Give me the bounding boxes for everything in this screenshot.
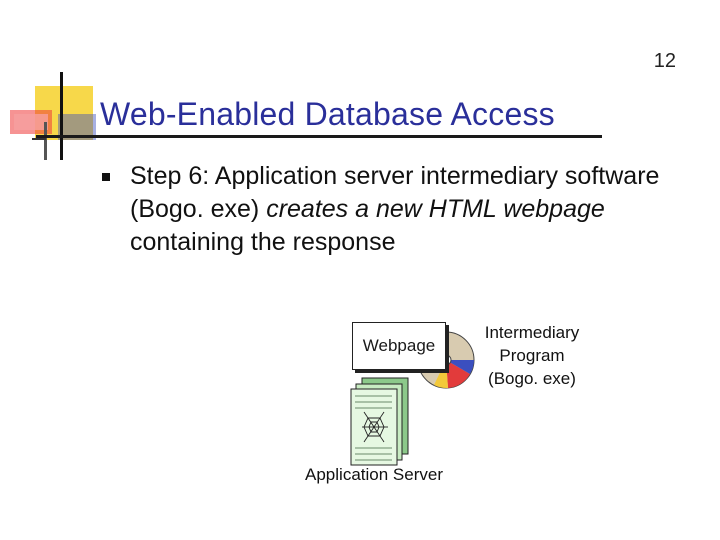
bullet-text: Step 6: Application server intermediary …: [130, 160, 660, 259]
intermediary-label-line2: Program: [499, 346, 565, 365]
webpage-box: Webpage: [352, 322, 446, 370]
intermediary-program-label: Intermediary Program (Bogo. exe): [468, 321, 596, 390]
application-server-label: Application Server: [305, 465, 443, 484]
title-underline: [36, 135, 602, 138]
webpage-label: Webpage: [362, 336, 436, 355]
intermediary-label-line1: Intermediary: [484, 323, 580, 342]
bullet-text-part1: Step 6: Application server intermediary …: [130, 162, 660, 223]
bullet-text-part3: containing the response: [130, 228, 396, 256]
application-server-illustration: [350, 377, 409, 466]
slide-number: 12: [653, 50, 676, 72]
intermediary-label-line3: (Bogo. exe): [488, 369, 576, 388]
bullet-marker: [102, 173, 110, 181]
bullet-step-6: Step 6: Application server intermediary …: [100, 160, 660, 259]
slide-title: Web-Enabled Database Access: [100, 96, 555, 132]
bullet-text-italic: creates a new HTML webpage: [266, 195, 605, 223]
